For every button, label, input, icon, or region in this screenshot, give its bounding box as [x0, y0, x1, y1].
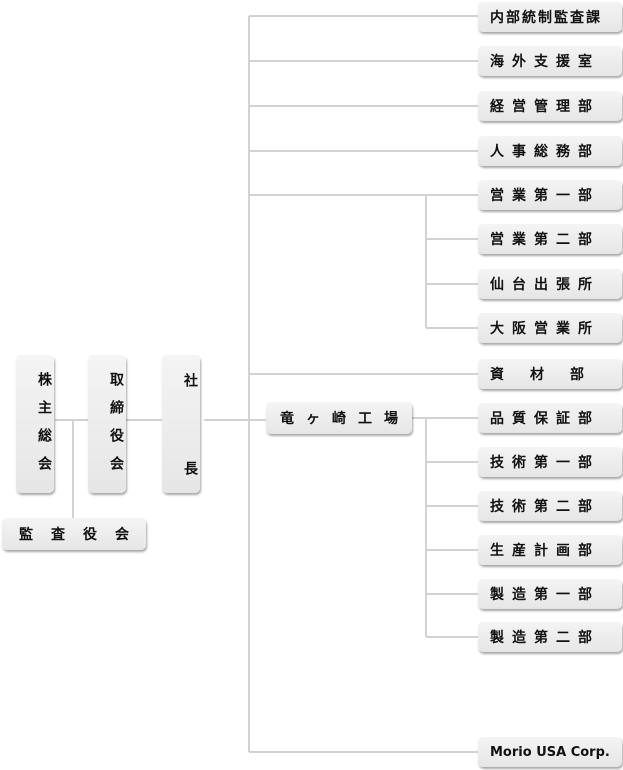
- board-of-auditors-label: 監査役会: [19, 527, 147, 543]
- subsidiary-label: Morio USA Corp.: [490, 744, 610, 760]
- department-label: 資 材 部: [490, 367, 590, 383]
- department-label: 内部統制監査課: [490, 10, 602, 26]
- department-label: 生産計画部: [490, 543, 600, 559]
- department-label: 大阪営業所: [490, 321, 600, 337]
- sales-dept-1-box: 営業第一部: [478, 180, 622, 210]
- department-label: 人事総務部: [490, 144, 600, 160]
- department-label: 経営管理部: [490, 99, 600, 115]
- overseas-support-box: 海外支援室: [478, 46, 622, 76]
- manufacturing-dept-1-box: 製造第一部: [478, 579, 622, 609]
- ryugasaki-factory-box: 竜ヶ崎工場: [266, 402, 412, 434]
- board-of-directors-label: 取締役会: [108, 372, 124, 484]
- business-management-box: 経営管理部: [478, 91, 622, 121]
- department-label: 製造第一部: [490, 587, 600, 603]
- shareholders-meeting-label: 株主総会: [36, 372, 52, 484]
- production-planning-box: 生産計画部: [478, 535, 622, 565]
- department-label: 技術第二部: [490, 499, 600, 515]
- board-of-auditors-box: 監査役会: [2, 518, 146, 550]
- osaka-office-box: 大阪営業所: [478, 313, 622, 343]
- department-label: 技術第一部: [490, 455, 600, 471]
- board-of-directors-box: 取締役会: [88, 355, 126, 493]
- department-label: 営業第一部: [490, 188, 600, 204]
- materials-dept-box: 資 材 部: [478, 359, 622, 389]
- president-label: 社 長: [182, 373, 198, 483]
- hr-general-affairs-box: 人事総務部: [478, 136, 622, 166]
- department-label: 営業第二部: [490, 232, 600, 248]
- department-label: 海外支援室: [490, 54, 600, 70]
- engineering-dept-1-box: 技術第一部: [478, 447, 622, 477]
- sales-dept-2-box: 営業第二部: [478, 224, 622, 254]
- morio-usa-box: Morio USA Corp.: [478, 737, 622, 767]
- ryugasaki-factory-label: 竜ヶ崎工場: [280, 411, 410, 427]
- engineering-dept-2-box: 技術第二部: [478, 491, 622, 521]
- internal-control-audit-box: 内部統制監査課: [478, 2, 622, 32]
- president-box: 社 長: [162, 355, 200, 493]
- sendai-office-box: 仙台出張所: [478, 269, 622, 299]
- shareholders-meeting-box: 株主総会: [16, 355, 54, 493]
- quality-assurance-box: 品質保証部: [478, 403, 622, 433]
- manufacturing-dept-2-box: 製造第二部: [478, 622, 622, 652]
- department-label: 仙台出張所: [490, 277, 600, 293]
- department-label: 製造第二部: [490, 630, 600, 646]
- department-label: 品質保証部: [490, 411, 600, 427]
